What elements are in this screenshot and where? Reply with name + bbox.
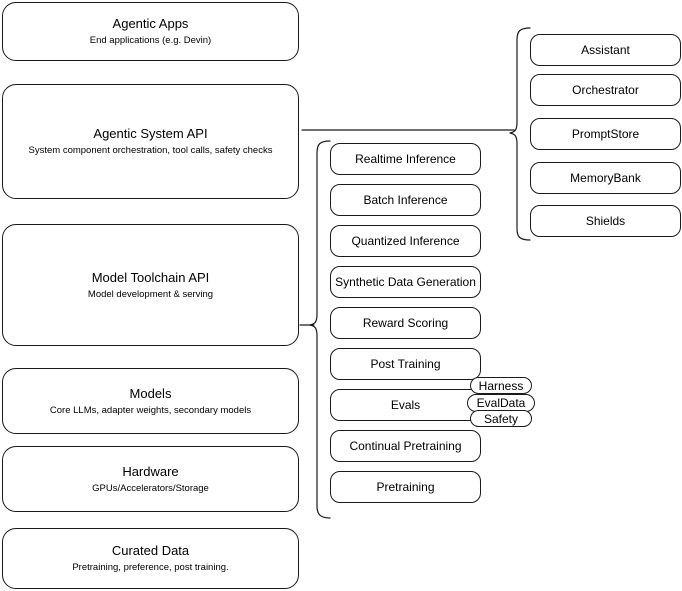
component-realtime-inference[interactable]: Realtime Inference: [330, 143, 481, 175]
component-label: Realtime Inference: [355, 151, 456, 166]
layer-subtitle: End applications (e.g. Devin): [89, 35, 212, 46]
layer-hardware[interactable]: Hardware GPUs/Accelerators/Storage: [2, 446, 299, 512]
component-promptstore[interactable]: PromptStore: [530, 118, 681, 150]
evals-badge-harness[interactable]: Harness: [470, 377, 532, 394]
component-pretraining[interactable]: Pretraining: [330, 471, 481, 503]
component-label: Assistant: [581, 42, 630, 57]
component-label: Shields: [585, 213, 626, 228]
layer-agentic-apps[interactable]: Agentic Apps End applications (e.g. Devi…: [2, 2, 299, 61]
component-label: Orchestrator: [572, 82, 639, 97]
component-label: Evals: [390, 397, 421, 412]
component-label: MemoryBank: [570, 170, 641, 185]
layer-title: Curated Data: [111, 543, 190, 558]
component-label: Pretraining: [376, 479, 435, 494]
layer-title: Agentic System API: [93, 126, 208, 141]
layer-title: Hardware: [122, 463, 179, 479]
component-quantized-inference[interactable]: Quantized Inference: [330, 225, 481, 257]
component-label: Batch Inference: [363, 192, 448, 207]
layer-model-toolchain-api[interactable]: Model Toolchain API Model development & …: [2, 224, 299, 346]
layer-subtitle: Pretraining, preference, post training.: [72, 562, 229, 573]
component-label: Reward Scoring: [362, 315, 449, 330]
layer-subtitle: GPUs/Accelerators/Storage: [92, 482, 209, 494]
component-label: Post Training: [370, 356, 441, 371]
component-reward-scoring[interactable]: Reward Scoring: [330, 307, 481, 339]
component-assistant[interactable]: Assistant: [530, 34, 681, 66]
component-shields[interactable]: Shields: [530, 205, 681, 237]
evals-badge-safety[interactable]: Safety: [470, 410, 532, 427]
component-label: Quantized Inference: [351, 233, 460, 248]
layer-curated-data[interactable]: Curated Data Pretraining, preference, po…: [2, 528, 299, 589]
layer-models[interactable]: Models Core LLMs, adapter weights, secon…: [2, 368, 299, 434]
layer-subtitle: System component orchestration, tool cal…: [28, 145, 273, 156]
component-label: Continual Pretraining: [349, 438, 462, 453]
component-orchestrator[interactable]: Orchestrator: [530, 74, 681, 106]
component-memorybank[interactable]: MemoryBank: [530, 162, 681, 194]
component-label: Synthetic Data Generation: [335, 274, 476, 289]
layer-title: Agentic Apps: [112, 16, 189, 31]
component-batch-inference[interactable]: Batch Inference: [330, 184, 481, 216]
component-continual-pretraining[interactable]: Continual Pretraining: [330, 430, 481, 462]
component-label: PromptStore: [571, 126, 640, 141]
layer-subtitle: Core LLMs, adapter weights, secondary mo…: [49, 404, 252, 416]
layer-title: Models: [129, 385, 172, 401]
brace-toolchain-components: [309, 140, 331, 519]
component-synthetic-data-generation[interactable]: Synthetic Data Generation: [330, 266, 481, 298]
layer-subtitle: Model development & serving: [87, 288, 214, 300]
layer-agentic-system-api[interactable]: Agentic System API System component orch…: [2, 84, 299, 199]
brace-agentic-components: [509, 27, 531, 241]
layer-title: Model Toolchain API: [91, 269, 210, 285]
component-post-training[interactable]: Post Training: [330, 348, 481, 380]
component-evals[interactable]: Evals: [330, 389, 481, 421]
